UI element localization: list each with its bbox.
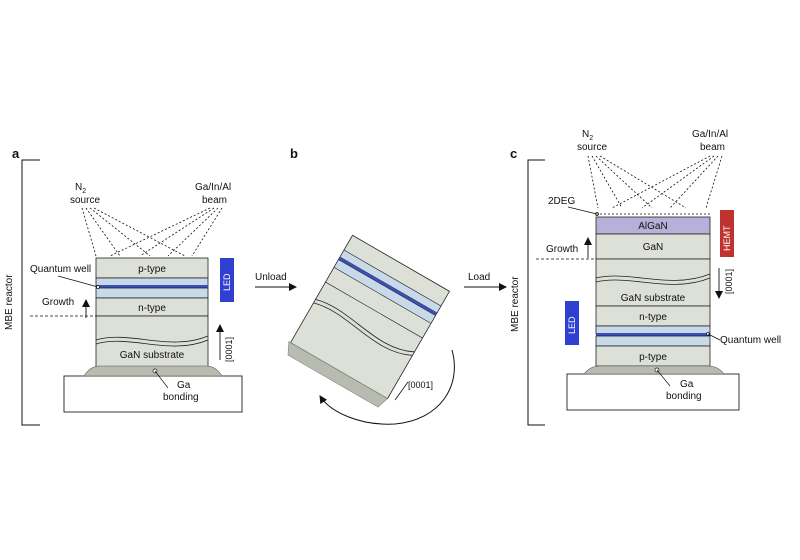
reactor-label: MBE reactor — [4, 274, 15, 330]
ga-label: Ga — [177, 380, 191, 391]
unload-label: Unload — [255, 272, 287, 283]
quantum-well-dot — [96, 285, 100, 289]
panel-b: b Unload Load [0001] — [255, 146, 507, 425]
rotated-sample — [287, 234, 451, 408]
panel-c: c MBE reactor N2 source Ga/In/Al beam 2D… — [510, 129, 781, 426]
2deg-pointer — [567, 206, 598, 215]
ga-label: Ga — [680, 379, 694, 390]
gan-label: GaN — [643, 242, 664, 253]
load-label: Load — [468, 272, 490, 283]
p-type-label: p-type — [639, 352, 667, 363]
beam-lines — [81, 207, 223, 257]
beam-material-label: Ga/In/Al — [195, 182, 231, 193]
bonding-pointer — [656, 369, 671, 387]
panel-a: a MBE reactor N2 source Ga/In/Al beam — [4, 146, 243, 426]
sample-holder — [566, 373, 740, 411]
n2-label: N2 — [75, 182, 86, 195]
bonding-pointer — [154, 370, 169, 389]
led-badge — [565, 301, 579, 345]
quantum-well-label: Quantum well — [30, 264, 91, 275]
n-type-label: n-type — [138, 303, 166, 314]
orientation-label: [0001] — [224, 337, 234, 362]
rotation-arrow — [319, 349, 455, 425]
algan-label: AlGaN — [638, 221, 667, 232]
quantum-well-label: Quantum well — [720, 335, 781, 346]
source-label: source — [70, 195, 100, 206]
bonding-label: bonding — [666, 391, 702, 402]
panel-letter: c — [510, 146, 517, 161]
beam-lines — [587, 155, 723, 209]
hemt-badge-label: HEMT — [722, 225, 732, 251]
quantum-well-pointer — [707, 333, 721, 341]
led-badge — [220, 258, 234, 302]
hemt-badge — [720, 210, 734, 257]
n-type-label: n-type — [639, 312, 667, 323]
orientation-tick — [394, 381, 409, 401]
sample-holder — [63, 375, 243, 413]
reactor-bracket — [21, 159, 40, 426]
source-label: source — [577, 142, 607, 153]
growth-label: Growth — [42, 297, 74, 308]
orientation-label: [0001] — [724, 269, 734, 294]
beam-label: beam — [202, 195, 227, 206]
led-badge-label: LED — [222, 273, 232, 291]
growth-label: Growth — [546, 244, 578, 255]
led-badge-label: LED — [567, 316, 577, 334]
orientation-label: [0001] — [408, 380, 433, 390]
n2-label: N2 — [582, 129, 593, 142]
bonding-label: bonding — [163, 392, 199, 403]
2deg-label: 2DEG — [548, 196, 575, 207]
beam-label: beam — [700, 142, 725, 153]
ga-bonding-layer — [583, 365, 725, 375]
substrate-label: GaN substrate — [621, 293, 686, 304]
substrate-label: GaN substrate — [120, 350, 185, 361]
panel-letter: b — [290, 146, 298, 161]
layer-stack — [595, 216, 711, 367]
beam-material-label: Ga/In/Al — [692, 129, 728, 140]
p-type-label: p-type — [138, 264, 166, 275]
reactor-label: MBE reactor — [510, 276, 521, 332]
panel-letter: a — [12, 146, 20, 161]
quantum-well-pointer — [57, 275, 99, 288]
reactor-bracket — [527, 159, 545, 426]
